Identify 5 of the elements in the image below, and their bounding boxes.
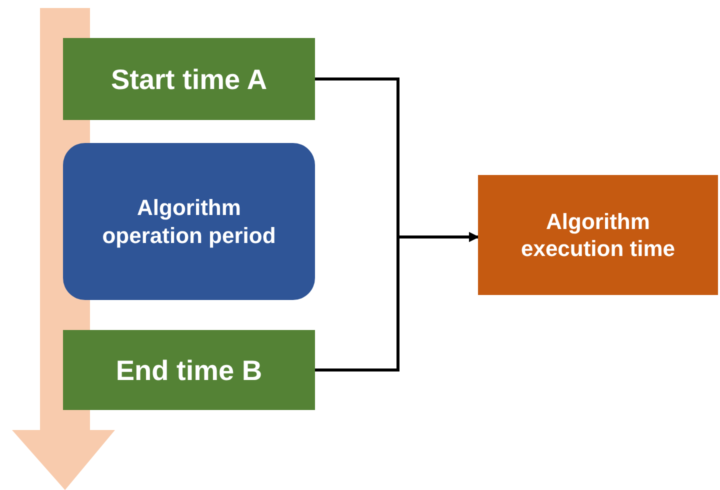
time-box: End time B [63, 330, 315, 410]
result-box: Algorithm execution time [478, 175, 718, 295]
time-box: Start time A [63, 38, 315, 120]
connector-arrow [315, 232, 479, 372]
period-box: Algorithm operation period [63, 143, 315, 300]
